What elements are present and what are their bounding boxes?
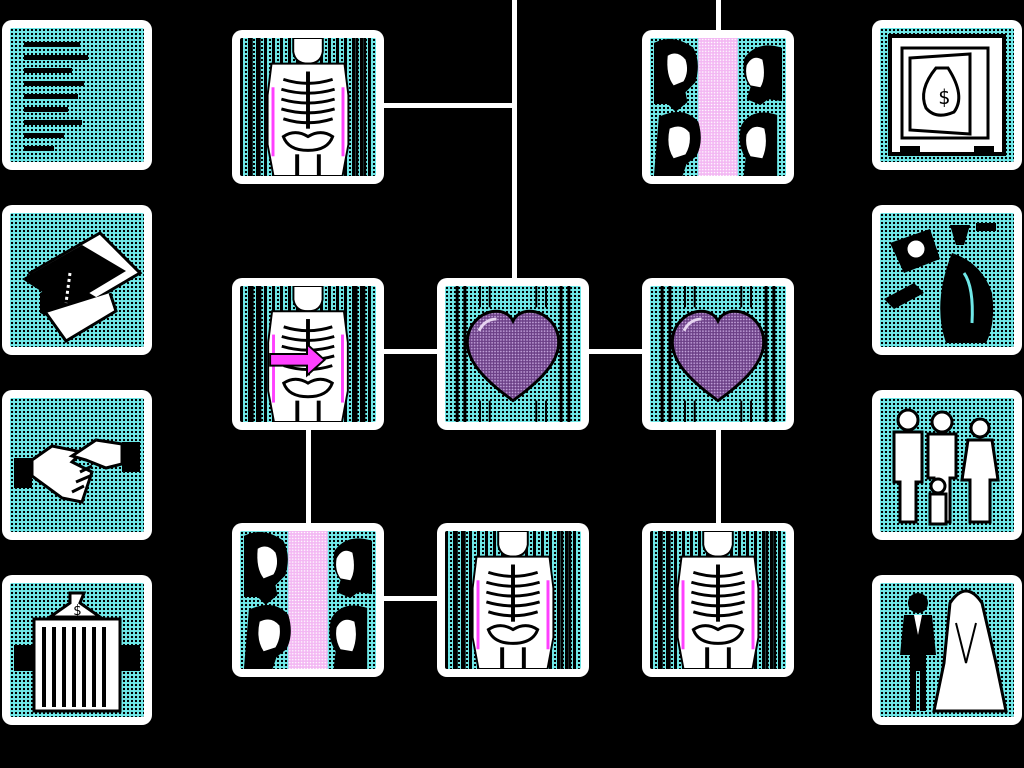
wire-mid-left — [380, 349, 440, 354]
wire-mid-right — [585, 349, 645, 354]
person-bottom-mid-tile[interactable] — [437, 523, 589, 677]
person-bottom-right-tile[interactable] — [642, 523, 794, 677]
money-safe-icon: $ — [880, 28, 1014, 162]
xray-body-icon — [445, 531, 581, 669]
money-bag-building-icon: $ — [10, 583, 144, 717]
couple-faces-icon — [650, 38, 786, 176]
handshake-icon — [10, 398, 144, 532]
wedding-tile[interactable] — [872, 575, 1022, 725]
heart-icon — [650, 286, 786, 422]
wire-top-right-vertical — [716, 0, 721, 32]
money-bag-icon — [880, 213, 1014, 347]
heart-icon — [445, 286, 581, 422]
couple-top-right-tile[interactable] — [642, 30, 794, 184]
family-icon — [880, 398, 1014, 532]
heart-center-tile[interactable] — [437, 278, 589, 430]
xray-body-icon — [240, 38, 376, 176]
wire-left-down — [306, 428, 311, 525]
family-tile[interactable] — [872, 390, 1022, 540]
mortarboard-icon — [10, 213, 144, 347]
heart-right-tile[interactable] — [642, 278, 794, 430]
person-selected-tile[interactable] — [232, 278, 384, 430]
record-tile[interactable] — [2, 20, 152, 170]
pink-arrow-icon — [269, 342, 326, 378]
graduation-tile[interactable] — [2, 205, 152, 355]
xray-body-icon — [650, 531, 786, 669]
wire-right-down — [716, 428, 721, 525]
handshake-tile[interactable] — [2, 390, 152, 540]
wire-bottom — [380, 596, 440, 601]
bride-groom-icon — [880, 583, 1014, 717]
couple-faces-icon — [240, 531, 376, 669]
couple-bottom-left-tile[interactable] — [232, 523, 384, 677]
xray-body-selected-icon — [240, 286, 376, 422]
svg-text:$: $ — [938, 85, 950, 109]
person-top-left-tile[interactable] — [232, 30, 384, 184]
document-lines-icon — [10, 28, 144, 162]
money-tile[interactable] — [872, 205, 1022, 355]
svg-text:$: $ — [73, 603, 81, 619]
safe-tile[interactable]: $ — [872, 20, 1022, 170]
wire-top-left-vertical — [512, 0, 517, 282]
wire-top-left-horizontal — [380, 103, 517, 108]
bank-tile[interactable]: $ — [2, 575, 152, 725]
